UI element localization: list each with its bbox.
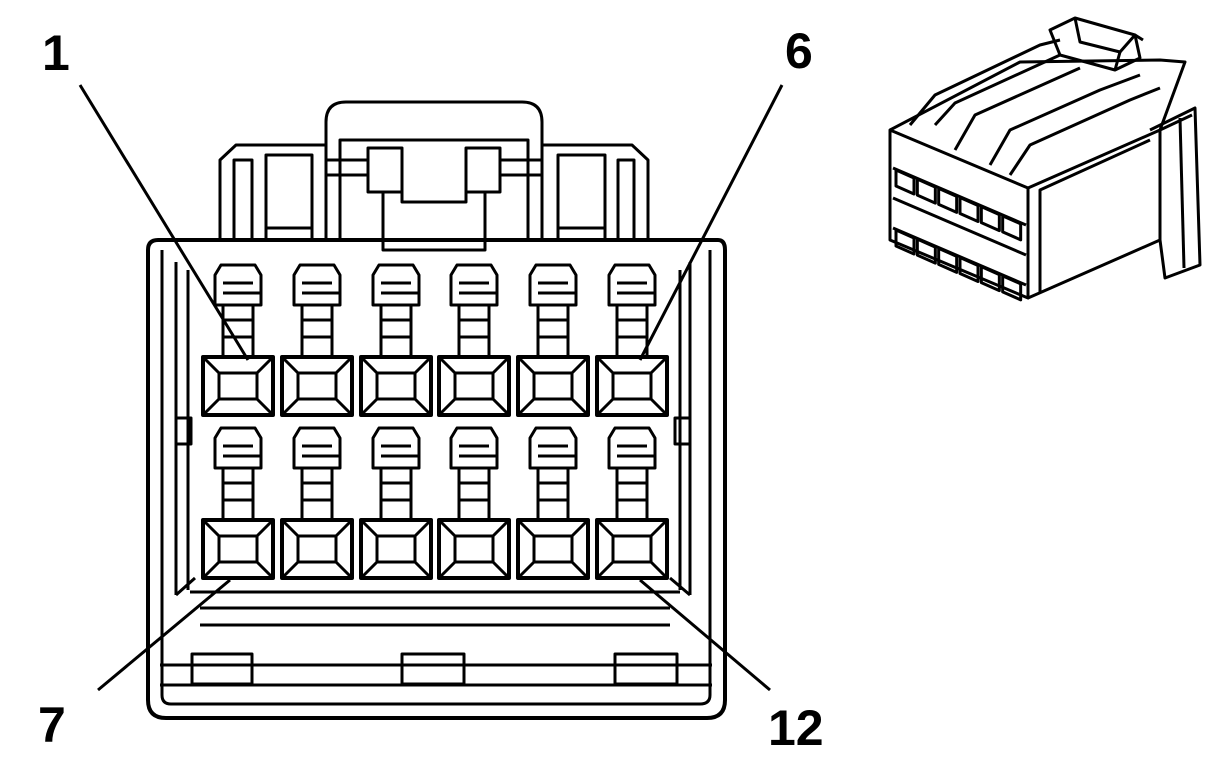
iso-cavity xyxy=(979,265,1001,293)
cavity-4 xyxy=(437,263,511,417)
iso-cavity xyxy=(1001,214,1023,242)
iso-cavity xyxy=(894,168,916,196)
leader-lines xyxy=(78,84,784,692)
cavity-1 xyxy=(201,263,275,417)
iso-cavity xyxy=(894,228,916,256)
cavity-grid xyxy=(201,263,669,580)
iso-cavity xyxy=(979,205,1001,233)
connector-face-housing xyxy=(146,238,727,720)
cavity-3 xyxy=(359,263,433,417)
pin-label-6: 6 xyxy=(785,23,813,79)
leader-line-pin-7 xyxy=(97,578,231,692)
cavity-2 xyxy=(280,263,354,417)
iso-cavity xyxy=(915,237,937,265)
top-latch-assembly xyxy=(218,100,650,252)
cavity-9 xyxy=(359,426,433,580)
iso-cavity xyxy=(958,196,980,223)
iso-cavity xyxy=(1001,274,1023,302)
cavity-7 xyxy=(201,426,275,580)
cavity-5 xyxy=(516,263,590,417)
cavity-10 xyxy=(437,426,511,580)
pin-label-1: 1 xyxy=(42,25,70,81)
cavity-11 xyxy=(516,426,590,580)
iso-cavity xyxy=(937,186,959,214)
cavity-6 xyxy=(595,263,669,417)
cavity-8 xyxy=(280,426,354,580)
pin-label-12: 12 xyxy=(768,700,824,756)
leader-line-pin-12 xyxy=(639,578,771,692)
iso-cavity xyxy=(915,177,937,205)
cavity-12 xyxy=(595,426,669,580)
leader-line-pin-1 xyxy=(78,84,250,361)
iso-cavity xyxy=(937,246,959,274)
connector-isometric-view xyxy=(888,16,1202,302)
leader-line-pin-6 xyxy=(638,84,784,361)
pin-label-7: 7 xyxy=(38,697,66,753)
iso-cavity xyxy=(958,256,980,283)
